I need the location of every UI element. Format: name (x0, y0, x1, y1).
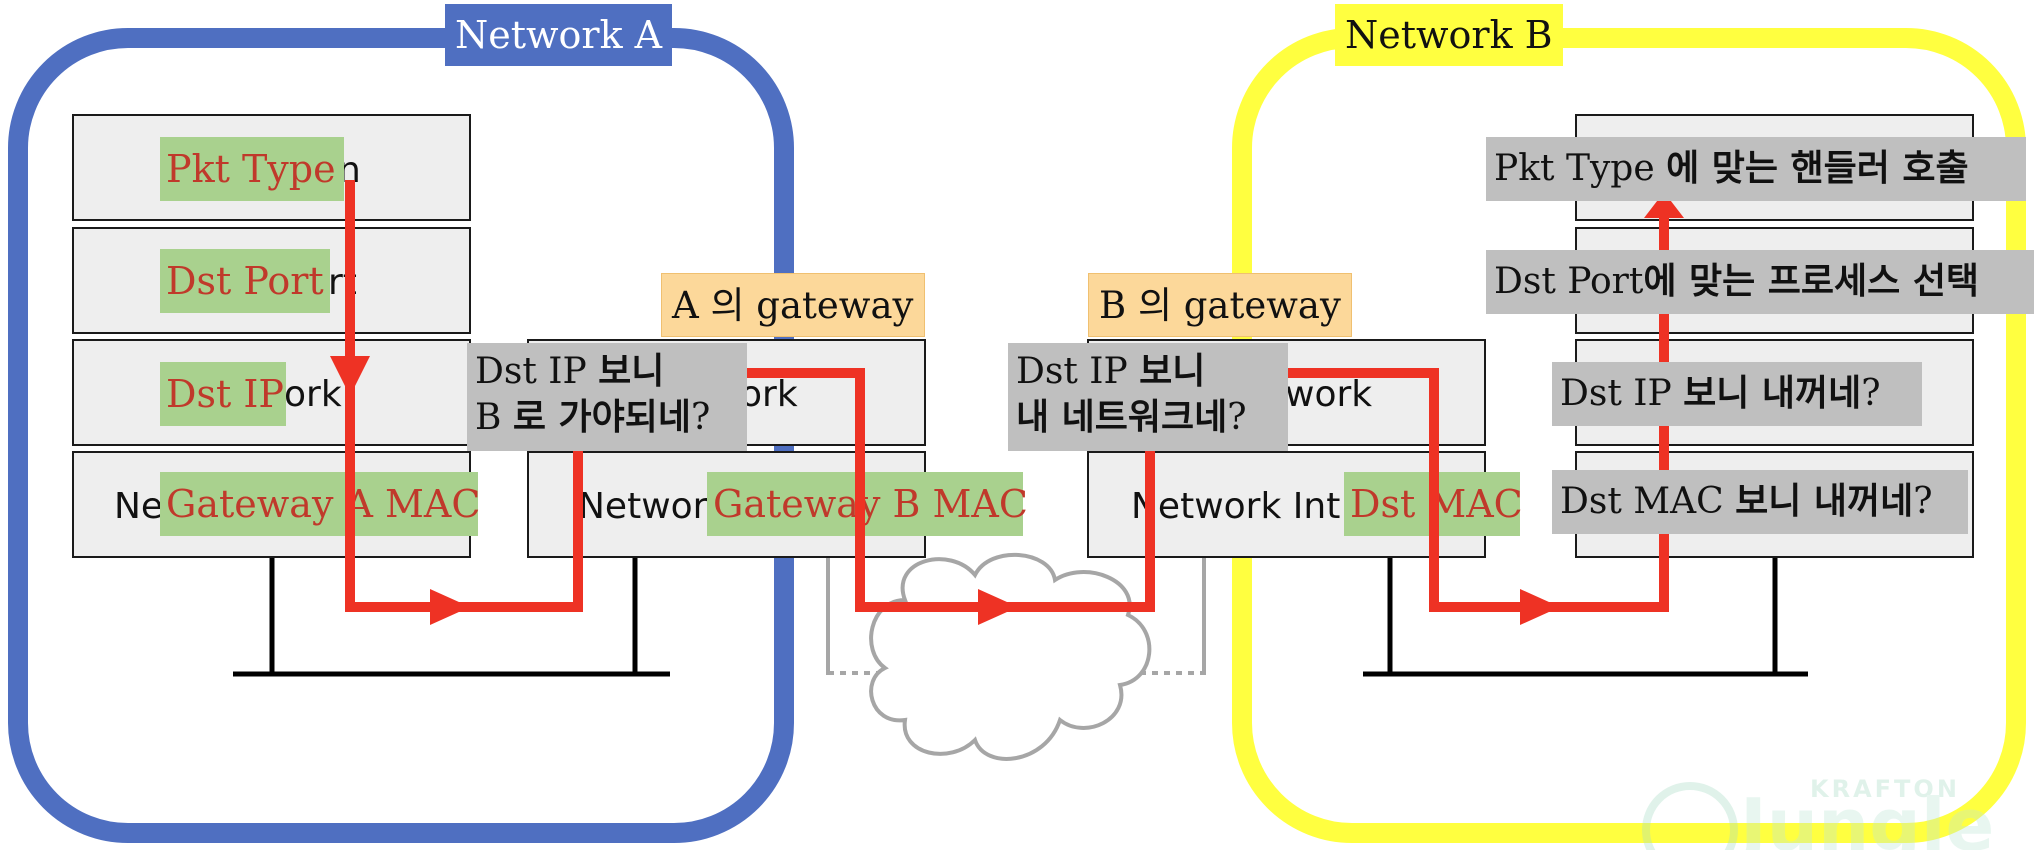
host-b-pkt-type-note: Pkt Type 에 맞는 핸들러 호출 (1486, 137, 2026, 201)
gateway-a-label: A 의 gateway (661, 273, 925, 337)
arrow-right-head-b (1520, 589, 1560, 625)
krafton-jungle-logo: KRAFTON Jungle (1642, 775, 1994, 850)
arrow-right-head-cloud (978, 589, 1018, 625)
gateway-b-note: Dst IP 보니 내 네트워크네? (1008, 343, 1288, 451)
gateway-a-network-text: ork (740, 374, 798, 415)
pkt-type-highlight: Pkt Type (160, 137, 344, 201)
host-b-stand (1363, 558, 1808, 677)
gateway-a-note: Dst IP 보니 B 로 가야되네? (467, 343, 747, 451)
arrow-down-head (330, 356, 370, 396)
path-gateway-a-to-gateway-b (744, 368, 1155, 612)
arrow-up-head (1644, 192, 1684, 218)
host-b-dst-ip-note: Dst IP 보니 내꺼네? (1552, 362, 1922, 426)
host-a-link-text: Ne (114, 486, 164, 527)
gateway-b-link-text: Network Int (1131, 486, 1341, 527)
host-a-network-text: ork (284, 374, 342, 415)
host-a-layer-application (72, 114, 471, 221)
gateway-a-link-text: Network (578, 486, 729, 527)
host-b-dst-port-note: Dst Port에 맞는 프로세스 선택 (1486, 250, 2034, 314)
host-b-dst-mac-note: Dst MAC 보니 내꺼네? (1552, 470, 1968, 534)
svg-text:Jungle: Jungle (1735, 783, 1994, 850)
gateway-b-network-text: work (1285, 374, 1373, 415)
host-a-stand (233, 558, 670, 677)
arrow-right-head-a (430, 589, 470, 625)
network-b-label: Network B (1335, 4, 1563, 66)
network-a-label: Network A (445, 4, 673, 66)
svg-text:KRAFTON: KRAFTON (1810, 775, 1960, 803)
gateway-a-mac-highlight: Gateway A MAC (160, 472, 480, 536)
gateway-b-label: B 의 gateway (1088, 273, 1352, 337)
dst-ip-highlight: Dst IP (160, 362, 286, 426)
dst-port-highlight: Dst Port (160, 249, 330, 313)
